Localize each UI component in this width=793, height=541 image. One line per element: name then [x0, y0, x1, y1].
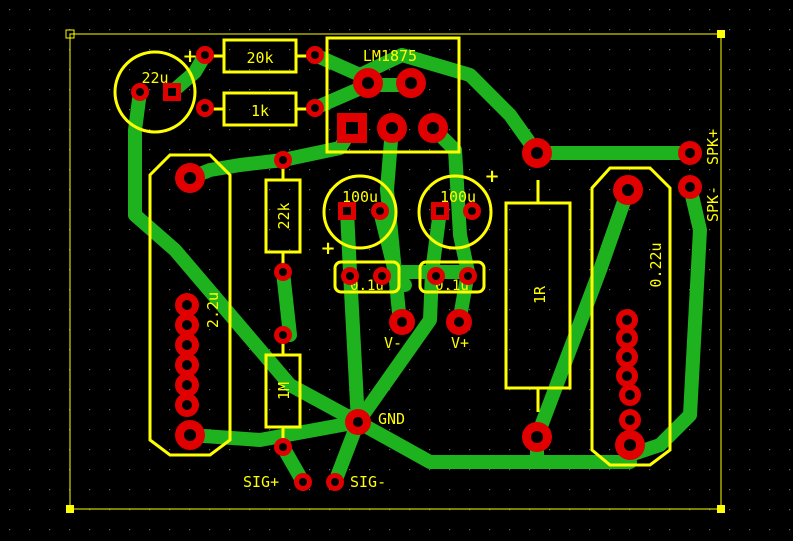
r-20k-pad-1	[196, 46, 214, 64]
cap-2u2-pad-d	[175, 353, 199, 377]
corner-marker-top-left	[65, 29, 75, 39]
ic-pad-4	[396, 68, 426, 98]
spk-minus-pad	[678, 175, 702, 199]
silkscreen-leads	[213, 54, 540, 439]
spk-plus-label: SPK+	[704, 129, 722, 165]
cap-0u1-left-pad-1	[341, 267, 359, 285]
cap-0u22-pad-2	[615, 430, 645, 460]
cap-2u2-pad-a	[175, 293, 199, 317]
ic-label: LM1875	[363, 47, 417, 65]
r-1r-pad-1	[522, 138, 552, 168]
cap-2u2-label: 2.2u	[204, 292, 222, 328]
cap-0u22-pad-c	[616, 346, 638, 368]
cap-2u2-pad-f	[175, 393, 199, 417]
cap-0u22-pad-1	[613, 175, 643, 205]
cap-2u2-pad-e	[175, 373, 199, 397]
cap-0u22-label: 0.22u	[647, 242, 665, 287]
trace-lm-22k	[183, 121, 359, 185]
cap-22u-pad-2	[131, 83, 149, 101]
cap-100u-left-label: 100u	[342, 188, 378, 206]
v-minus-pad	[389, 309, 415, 335]
cap-0u22-pad-a	[616, 309, 638, 331]
r-22k-pad-1	[274, 151, 292, 169]
spk-plus-pad	[678, 141, 702, 165]
polarity-plus-100u-left: +	[320, 238, 335, 259]
polarity-marks: + + +	[182, 46, 499, 259]
cap-100u-right-label: 100u	[440, 188, 476, 206]
trace-2u2-gnd	[183, 415, 365, 447]
r-1k-pad-1	[196, 99, 214, 117]
round-pads	[131, 46, 702, 491]
cap-2u2-pad-1	[175, 163, 205, 193]
gnd-label: GND	[378, 410, 405, 428]
r-1m-pad-2	[274, 438, 292, 456]
ic-pad-3	[377, 113, 407, 143]
cap-0u1-right-pad-2	[459, 267, 477, 285]
r-1r-label: 1R	[531, 285, 549, 304]
r-1k-pad-2	[306, 99, 324, 117]
corner-marker-bottom-right	[717, 505, 725, 513]
trace-0u22-1r	[530, 183, 635, 444]
ic-pad-5	[418, 113, 448, 143]
trace-22k-bottom	[276, 265, 297, 342]
r-20k-pad-2	[306, 46, 324, 64]
cap-0u1-left-pad-2	[373, 267, 391, 285]
cap-100u-right-pad-2	[463, 202, 481, 220]
cap-2u2-pad-2	[175, 420, 205, 450]
cap-0u22-pad-e	[619, 384, 641, 406]
cap-22u-label: 22u	[141, 69, 168, 87]
trace-20k-lm	[308, 48, 544, 160]
connector-labels: GND V- V+ SIG+ SIG- SPK- SPK+	[243, 129, 722, 491]
cap-100u-right-outline	[417, 174, 493, 250]
trace-lm-right	[426, 121, 475, 330]
gnd-pad	[345, 409, 371, 435]
cap-0u1-right-label: 0.1u	[435, 278, 469, 294]
cap-2u2-outline	[148, 153, 232, 457]
board-outline	[69, 33, 722, 510]
polarity-plus-22u: +	[182, 46, 197, 67]
r-1k-label: 1k	[251, 102, 269, 120]
cap-0u22-outline	[590, 166, 672, 467]
pads	[163, 83, 449, 220]
cap-100u-left-pad-2	[371, 202, 389, 220]
component-labels: 22u 20k 1k LM1875 22k 100u 100u 0.1u 0.1…	[141, 47, 665, 400]
v-plus-pad	[446, 309, 472, 335]
polarity-plus-100u-right: +	[484, 166, 499, 187]
cap-0u1-right-pad-1	[427, 267, 445, 285]
cap-0u22-pad-f	[619, 409, 641, 431]
r-1m-pad-1	[274, 326, 292, 344]
cap-0u1-right-outline	[418, 260, 486, 294]
ic-pad-2	[353, 68, 383, 98]
v-minus-label: V-	[384, 334, 402, 352]
r-1r-pad-2	[522, 422, 552, 452]
sig-plus-pad	[294, 473, 312, 491]
cap-0u1-left-outline	[333, 260, 401, 294]
r-22k-label: 22k	[275, 202, 293, 229]
spk-minus-label: SPK-	[704, 186, 722, 222]
trace-spk-minus	[623, 180, 707, 462]
r-22k-pad-2	[274, 263, 292, 281]
cap-0u22-pad-d	[616, 365, 638, 387]
cap-0u22-pad-b	[616, 327, 638, 349]
cap-100u-left-outline	[322, 174, 398, 250]
sig-minus-label: SIG-	[350, 473, 386, 491]
ic-lm1875-outline	[325, 36, 461, 154]
corner-marker-bottom-left	[66, 505, 74, 513]
r-20k-label: 20k	[246, 49, 273, 67]
cap-22u-outline	[113, 50, 197, 134]
trace-gnd-bottom	[351, 415, 637, 469]
cap-2u2-pad-b	[175, 313, 199, 337]
sig-minus-pad	[326, 473, 344, 491]
r-1m-label: 1M	[275, 382, 293, 400]
v-plus-label: V+	[451, 334, 469, 352]
corner-marker-top-right	[717, 30, 725, 38]
sig-plus-label: SIG+	[243, 473, 279, 491]
cap-2u2-pad-c	[175, 333, 199, 357]
